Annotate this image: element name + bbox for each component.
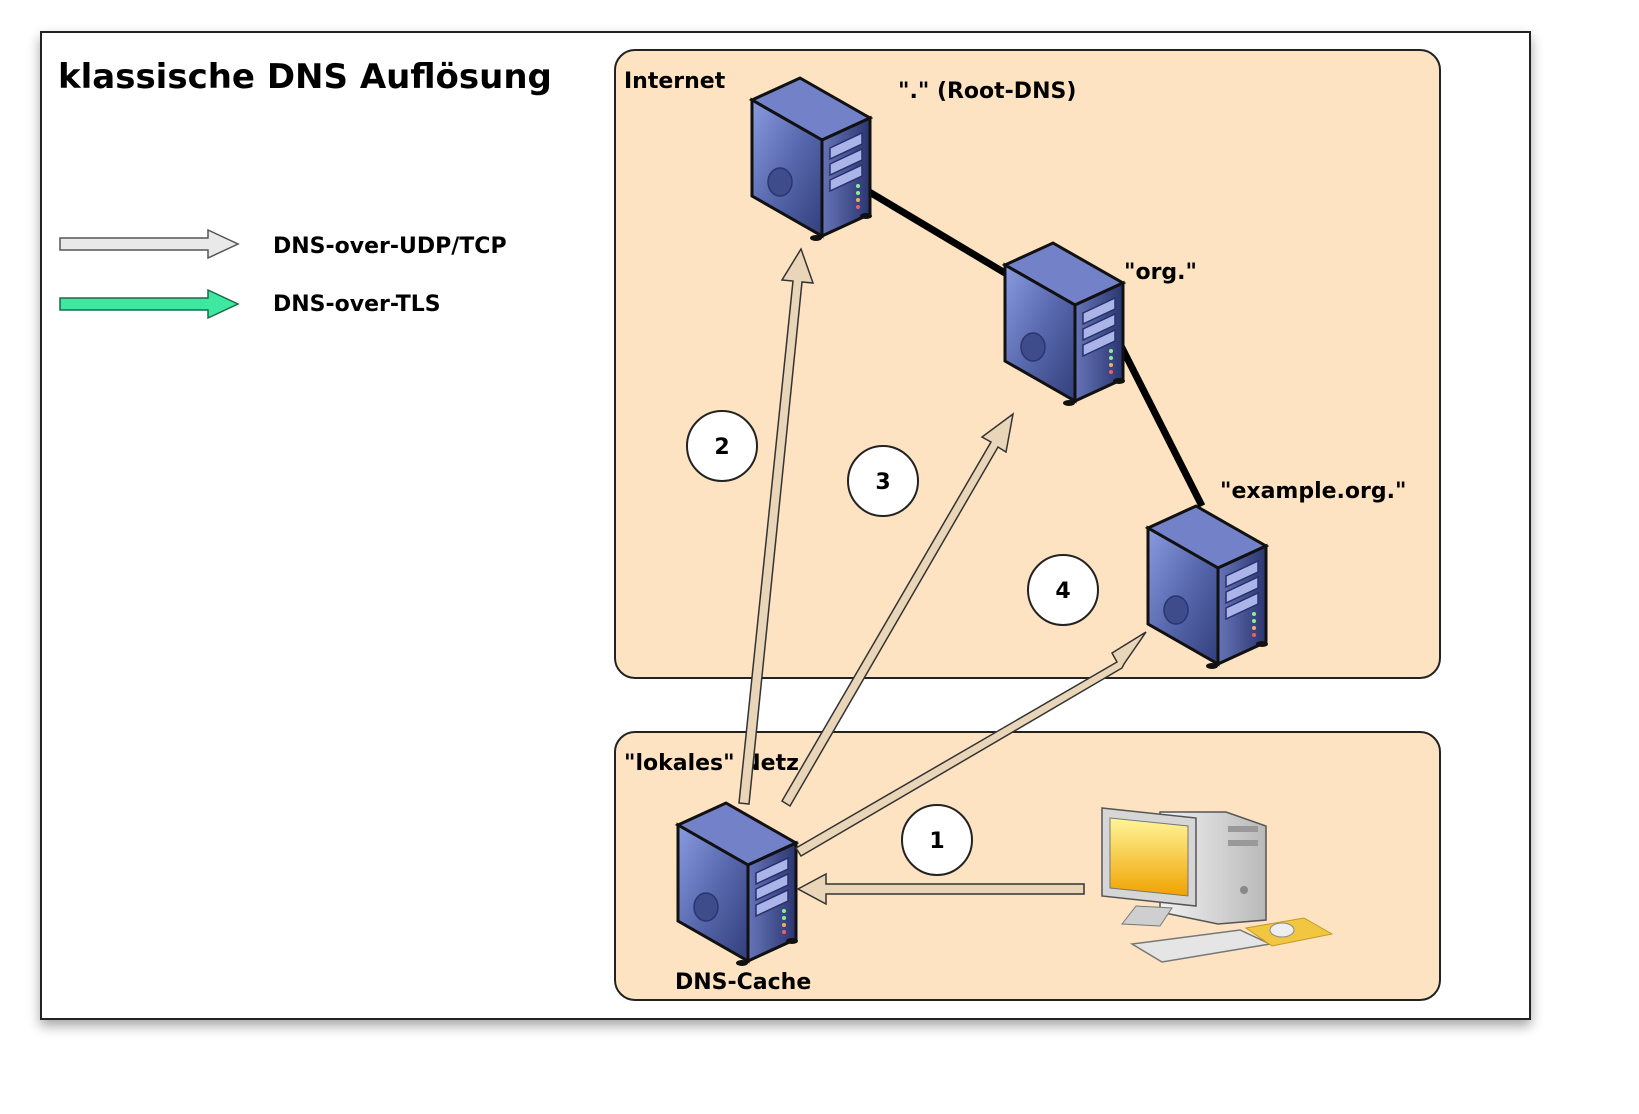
- server-org-label: "org.": [1124, 260, 1197, 285]
- step-marker-3: 3: [847, 445, 919, 517]
- step-marker-4: 4: [1027, 554, 1099, 626]
- server-root-label: "." (Root-DNS): [898, 79, 1076, 104]
- arrow-step-3: [780, 412, 1015, 808]
- arrow-step-1: [796, 872, 1085, 906]
- step-number-2: 2: [714, 435, 729, 460]
- server-cache-label: DNS-Cache: [675, 970, 811, 995]
- legend-label-udp-tcp: DNS-over-UDP/TCP: [273, 234, 507, 259]
- link-root-org: [864, 186, 1012, 280]
- legend-label-tls: DNS-over-TLS: [273, 292, 441, 317]
- step-marker-1: 1: [901, 804, 973, 876]
- step-number-4: 4: [1055, 579, 1070, 604]
- zone-internet-label: Internet: [624, 69, 726, 94]
- legend: DNS-over-UDP/TCP DNS-over-TLS: [59, 228, 507, 320]
- arrow-step-4: [794, 631, 1147, 858]
- legend-arrow-udp-tcp: [59, 228, 240, 260]
- diagram-title: klassische DNS Auflösung: [58, 57, 552, 97]
- arrow-step-2: [738, 247, 815, 805]
- step-number-1: 1: [929, 829, 944, 854]
- link-org-example: [1114, 338, 1206, 508]
- zone-local-label: "lokales" Netz: [624, 751, 799, 776]
- step-marker-2: 2: [686, 410, 758, 482]
- server-example-label: "example.org.": [1220, 479, 1406, 504]
- client-computer-icon: [1101, 807, 1334, 963]
- query-arrows: [738, 247, 1147, 906]
- step-number-3: 3: [875, 470, 890, 495]
- legend-arrow-tls: [59, 288, 240, 320]
